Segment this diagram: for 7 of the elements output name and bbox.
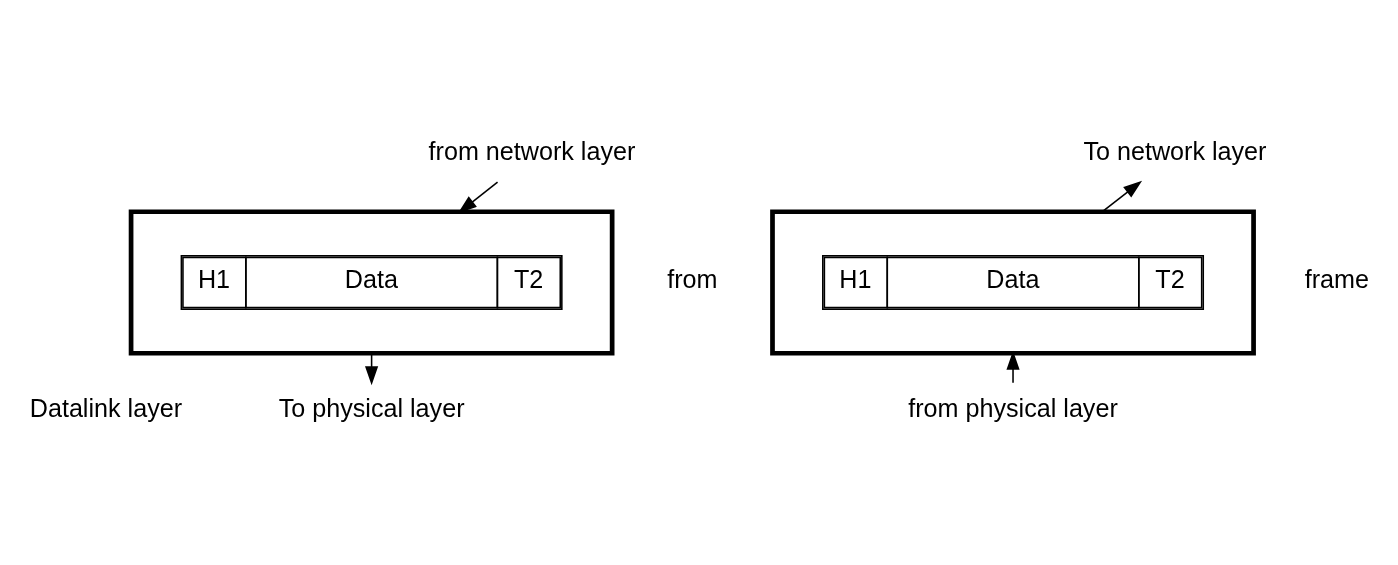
node-text: from physical layer: [908, 394, 1118, 423]
node-text: To network layer: [1083, 136, 1267, 165]
node-text: from network layer: [428, 136, 636, 165]
node-text: To physical layer: [278, 394, 465, 423]
node-label: from: [667, 265, 718, 294]
label: Datalink layer: [29, 394, 183, 423]
node-label: frame: [1304, 265, 1370, 294]
